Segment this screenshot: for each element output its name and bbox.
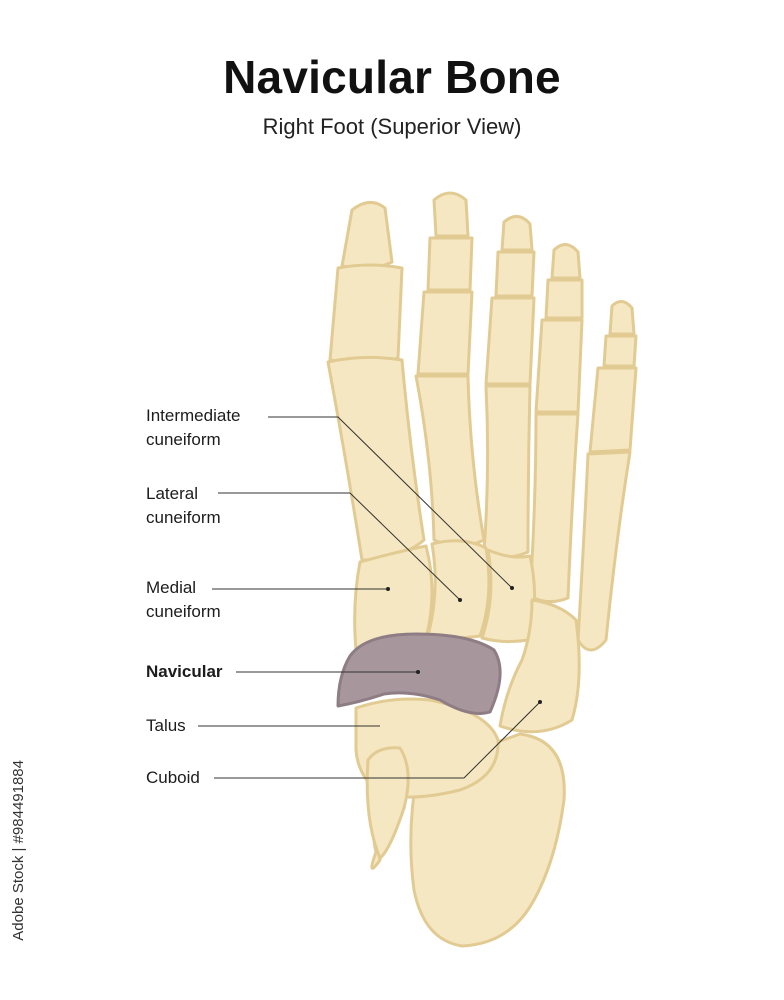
fifth-metatarsal <box>576 450 632 652</box>
foot-bones <box>326 191 638 948</box>
leader-lateral <box>218 492 461 601</box>
fifth-toe-distal <box>608 300 636 336</box>
second-toe-distal <box>432 191 470 238</box>
label-medial-cuneiform: Medial cuneiform <box>146 576 221 624</box>
leader-intermediate <box>268 416 513 589</box>
third-toe-middle <box>494 250 536 298</box>
dot-medial <box>386 587 390 591</box>
label-cuboid-line1: Cuboid <box>146 768 200 787</box>
dot-intermediate <box>510 586 514 590</box>
third-metatarsal <box>482 384 532 559</box>
fourth-metatarsal <box>528 412 580 603</box>
first-metatarsal <box>326 355 426 562</box>
label-intermediate-cuneiform: Intermediate cuneiform <box>146 404 241 452</box>
cuboid-bone <box>498 598 581 734</box>
leader-lines <box>198 416 541 779</box>
fourth-toe-distal <box>550 243 582 280</box>
label-medial-line2: cuneiform <box>146 602 221 621</box>
second-toe-proximal <box>416 290 474 376</box>
third-toe-proximal <box>484 296 536 386</box>
dot-navicular <box>416 670 420 674</box>
leader-dots <box>386 586 542 704</box>
label-lateral-line1: Lateral <box>146 484 198 503</box>
label-cuboid: Cuboid <box>146 766 200 790</box>
page-subtitle: Right Foot (Superior View) <box>262 114 522 139</box>
label-intermediate-line2: cuneiform <box>146 430 221 449</box>
fifth-toe-proximal <box>588 366 638 454</box>
navicular-bone <box>336 632 502 715</box>
label-talus: Talus <box>146 714 186 738</box>
second-metatarsal <box>414 374 486 548</box>
label-lateral-cuneiform: Lateral cuneiform <box>146 482 221 530</box>
lateral-cuneiform-bone <box>480 548 536 644</box>
dot-cuboid <box>538 700 542 704</box>
third-toe-distal <box>500 215 534 252</box>
fourth-toe-proximal <box>534 318 584 414</box>
stock-id-text: Adobe Stock | #984491884 <box>10 760 27 941</box>
label-intermediate-line1: Intermediate <box>146 406 241 425</box>
label-navicular: Navicular <box>146 660 223 684</box>
fourth-toe-middle <box>544 278 584 320</box>
dot-lateral <box>458 598 462 602</box>
label-talus-line1: Talus <box>146 716 186 735</box>
talus-head <box>365 746 410 860</box>
hallux-proximal-phalanx <box>328 263 404 366</box>
page-title: Navicular Bone <box>223 51 561 103</box>
second-toe-middle <box>426 236 474 292</box>
hallux-distal-phalanx <box>340 201 394 270</box>
label-lateral-line2: cuneiform <box>146 508 221 527</box>
fifth-toe-middle <box>602 334 638 368</box>
label-medial-line1: Medial <box>146 578 197 597</box>
intermediate-cuneiform-bone <box>426 539 491 640</box>
label-navicular-line1: Navicular <box>146 662 223 681</box>
leader-cuboid <box>214 701 541 779</box>
